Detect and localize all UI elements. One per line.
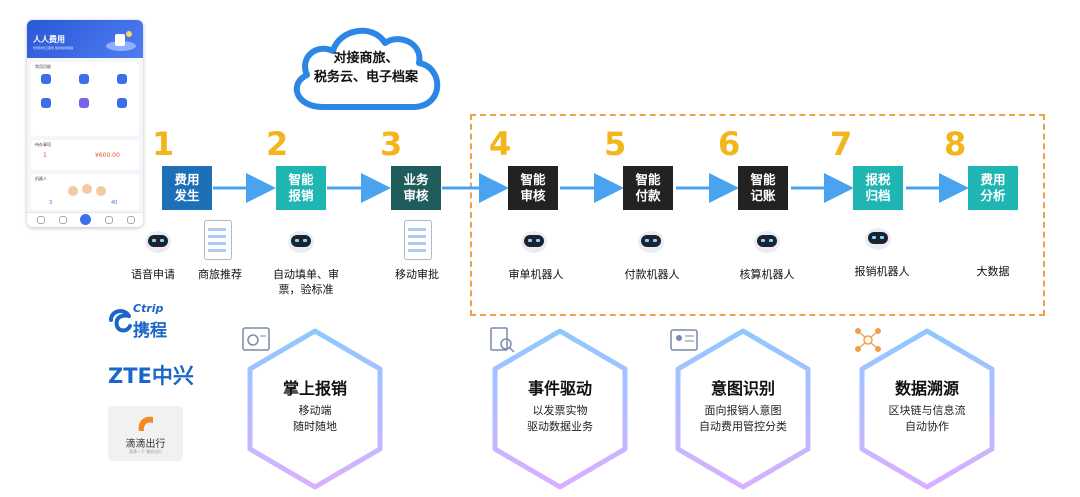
step-smart-payment[interactable]: 智能 付款 — [623, 166, 673, 210]
app-tile-icon[interactable] — [79, 98, 89, 108]
document-search-icon — [490, 327, 515, 353]
robot-icon — [754, 231, 780, 253]
app-tile-icon[interactable] — [41, 74, 51, 84]
label-big-data: 大数据 — [976, 265, 1010, 278]
tab-icon[interactable] — [127, 216, 135, 224]
hexagon-shape — [859, 328, 995, 490]
robot-icon — [288, 231, 314, 253]
hexagon-description: 区块链与信息流 自动协作 — [888, 404, 966, 433]
label-auto-fill: 自动填单、审 票，验标准 — [273, 268, 339, 296]
didi-logo: 滴滴出行 滴滴一下 美好出行 — [108, 406, 183, 461]
tab-icon[interactable] — [59, 216, 67, 224]
tab-icon[interactable] — [105, 216, 113, 224]
step-number-5: 5 — [604, 125, 627, 163]
step-number-1: 1 — [152, 125, 175, 163]
step-expense-analysis[interactable]: 费用 分析 — [968, 166, 1018, 210]
phone-todo-card: 待办事项 1 ¥600.00 — [31, 140, 139, 170]
ctrip-en: Ctrip — [133, 302, 164, 315]
hexagon-title: 数据溯源 — [894, 379, 959, 398]
label-tax-robot: 报销机器人 — [854, 265, 910, 278]
feature-event-driven: 事件驱动 以发票实物 驱动数据业务 — [485, 325, 635, 495]
hexagon-description: 面向报销人意图 自动费用管控分类 — [699, 404, 787, 433]
cloud-line-1: 对接商旅、 — [333, 51, 399, 66]
phone-title: 人人费用 — [33, 35, 65, 44]
todo-count: 1 — [43, 152, 47, 159]
phone-section-title: 机器人 — [35, 176, 47, 181]
hexagon-shape — [247, 328, 383, 490]
didi-slogan: 滴滴一下 美好出行 — [128, 449, 163, 454]
tab-icon[interactable] — [37, 216, 45, 224]
didi-name: 滴滴出行 — [125, 439, 166, 450]
label-audit-robot: 审单机器人 — [508, 268, 564, 281]
hexagon-title: 意图识别 — [710, 379, 775, 398]
app-tile-icon[interactable] — [41, 98, 51, 108]
step-number-6: 6 — [718, 125, 741, 163]
avatars-icon — [68, 184, 106, 196]
hexagon-title: 事件驱动 — [527, 379, 592, 398]
step-expense-occur[interactable]: 费用 发生 — [162, 166, 212, 210]
label-travel-recommend: 商旅推荐 — [198, 268, 242, 281]
app-tile-icon[interactable] — [79, 74, 89, 84]
step-business-review[interactable]: 业务 审核 — [391, 166, 441, 210]
app-tile-icon[interactable] — [117, 98, 127, 108]
phone-functions-card: 常用功能 — [31, 62, 139, 136]
robot-icon — [638, 231, 664, 253]
cloud-icon — [293, 27, 441, 110]
dashboard-icon — [242, 327, 270, 351]
step-tax-archive[interactable]: 报税 归档 — [853, 166, 903, 210]
ctrip-mark-icon — [109, 309, 132, 333]
hexagon-description: 以发票实物 驱动数据业务 — [527, 404, 593, 433]
step-smart-bookkeeping[interactable]: 智能 记账 — [738, 166, 788, 210]
ctrip-logo: Ctrip 携程 — [107, 300, 187, 341]
feature-data-tracing: 数据溯源 区块链与信息流 自动协作 — [852, 325, 1002, 495]
cloud-line-2: 税务云、电子档案 — [313, 70, 418, 85]
didi-mark-icon — [138, 416, 153, 431]
phone-subtitle: 智慧财务云服务 随时随地报销 — [33, 46, 73, 50]
app-screenshot-icon — [204, 220, 232, 260]
feature-mobile-reimburse: 掌上报销 移动端 随时随地 — [240, 325, 390, 495]
phone-mockup: 人人费用 智慧财务云服务 随时随地报销 常用功能 待办事项 1 ¥600.00 … — [27, 20, 143, 227]
robot-icon — [865, 228, 891, 250]
stat-value: 40 — [111, 200, 118, 206]
network-icon — [855, 328, 881, 352]
step-smart-audit[interactable]: 智能 审核 — [508, 166, 558, 210]
app-screenshot-icon — [404, 220, 432, 260]
step-number-7: 7 — [830, 125, 853, 163]
label-account-robot: 核算机器人 — [739, 268, 795, 281]
zte-logo: ZTE中兴 — [108, 364, 194, 388]
app-tile-icon[interactable] — [117, 74, 127, 84]
id-card-icon — [670, 329, 698, 351]
step-number-4: 4 — [489, 125, 512, 163]
phone-tab-bar — [27, 212, 143, 227]
ai-process-region — [470, 114, 1045, 316]
ctrip-cn: 携程 — [133, 321, 167, 341]
feature-intent-recognition: 意图识别 面向报销人意图 自动费用管控分类 — [668, 325, 818, 495]
hexagon-shape — [675, 328, 811, 490]
phone-header: 人人费用 智慧财务云服务 随时随地报销 — [27, 20, 143, 58]
stat-value: 3 — [49, 200, 53, 206]
phone-robot-card: 机器人 3 40 — [31, 174, 139, 210]
robot-icon — [145, 231, 171, 253]
label-voice-apply: 语音申请 — [131, 268, 175, 281]
step-number-2: 2 — [266, 125, 289, 163]
label-mobile-approve: 移动审批 — [395, 268, 439, 281]
step-smart-reimburse[interactable]: 智能 报销 — [276, 166, 326, 210]
hexagon-description: 移动端 随时随地 — [293, 404, 337, 433]
phone-section-title: 常用功能 — [35, 64, 51, 69]
label-pay-robot: 付款机器人 — [624, 268, 680, 281]
illustration-icon — [106, 31, 136, 51]
todo-amount: ¥600.00 — [95, 152, 120, 159]
step-number-3: 3 — [380, 125, 403, 163]
robot-icon — [521, 231, 547, 253]
add-icon[interactable] — [80, 214, 91, 225]
step-number-8: 8 — [944, 125, 967, 163]
phone-section-title: 待办事项 — [35, 142, 51, 147]
hexagon-shape — [492, 328, 628, 490]
hexagon-title: 掌上报销 — [282, 379, 347, 398]
